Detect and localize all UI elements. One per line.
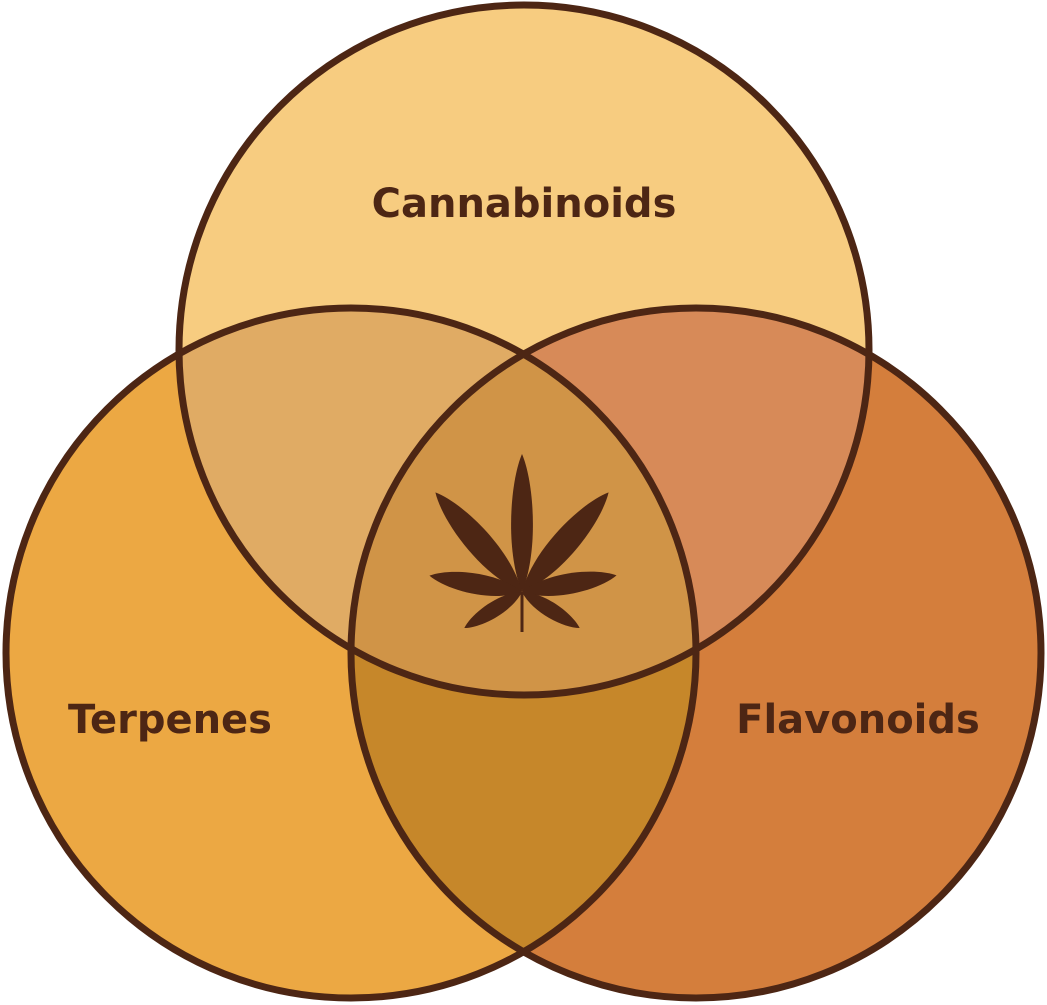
- outline-terpenes: [2, 304, 700, 1002]
- leaf-blade: [511, 454, 533, 592]
- label-terpenes: Terpenes: [68, 697, 272, 743]
- outline-flavonoids: [347, 304, 1045, 1002]
- leaf-blade: [522, 492, 609, 592]
- leaf-blade: [464, 592, 522, 629]
- leaf-blade: [429, 571, 522, 597]
- label-flavonoids: Flavonoids: [736, 697, 980, 743]
- leaf-blade: [522, 592, 580, 629]
- cannabis-leaf-icon: [429, 454, 617, 632]
- label-cannabinoids: Cannabinoids: [372, 181, 677, 227]
- leaf-blade: [522, 571, 617, 596]
- leaf-blade: [435, 492, 522, 592]
